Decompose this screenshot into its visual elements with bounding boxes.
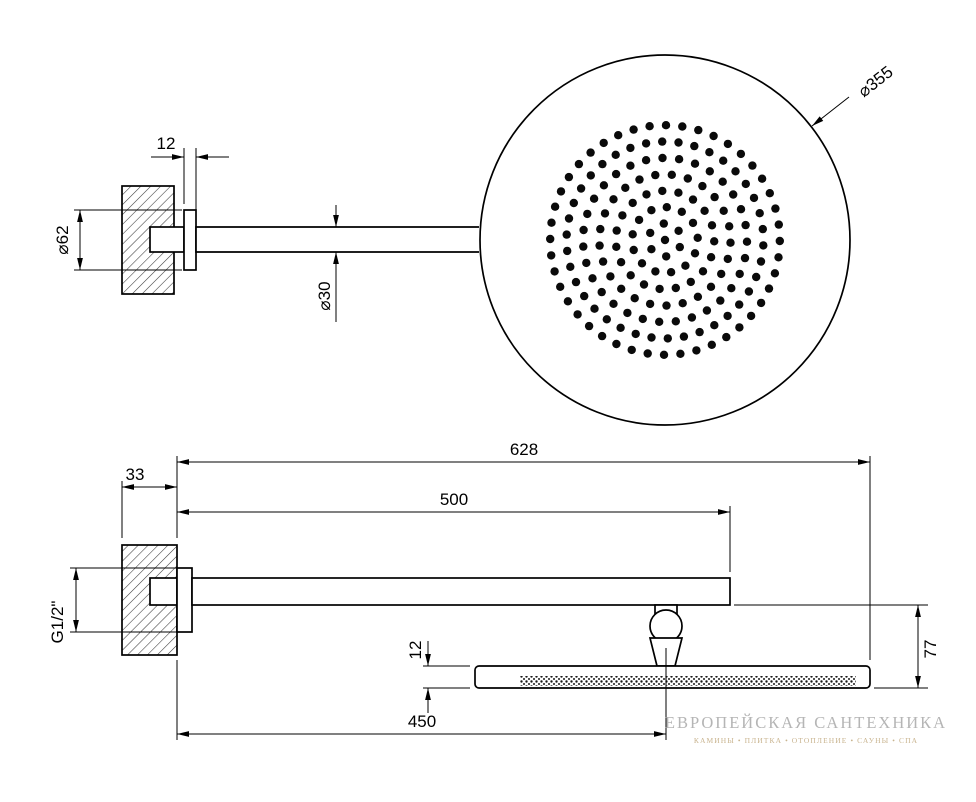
flange-side	[176, 567, 193, 633]
dim-label-g12: G1/2"	[48, 601, 67, 644]
dim-label-d62: ⌀62	[53, 225, 72, 254]
dim-total-reach: 628	[176, 440, 871, 660]
dim-label-33: 33	[126, 465, 145, 484]
dim-label-d355: ⌀355	[855, 62, 897, 101]
watermark-tagline: КАМИНЫ • ПЛИТКА • ОТОПЛЕНИЕ • САУНЫ • СП…	[694, 736, 918, 745]
spray-nozzle-dots	[546, 121, 784, 359]
watermark-title: ЕВРОПЕЙСКАЯ САНТЕХНИКА	[665, 713, 947, 732]
dim-flange-thickness: 12	[151, 134, 229, 221]
dim-head-diameter: ⌀355	[811, 62, 897, 127]
shower-arm-top	[195, 226, 479, 253]
watermark: ЕВРОПЕЙСКАЯ САНТЕХНИКА КАМИНЫ • ПЛИТКА •…	[665, 713, 947, 745]
dim-inlet-thread: G1/2"	[48, 567, 180, 644]
dim-arm-length: 500	[177, 490, 731, 572]
dim-head-thickness: 12	[406, 641, 470, 713]
dim-joint-distance: 450	[176, 648, 667, 740]
nozzle-band	[520, 676, 856, 686]
dim-label-450: 450	[408, 712, 436, 731]
inlet-nub-side	[149, 577, 178, 606]
dim-label-12-side: 12	[406, 641, 425, 660]
top-view: 12 ⌀62 ⌀30 ⌀355	[53, 54, 897, 426]
dim-label-d30: ⌀30	[315, 281, 334, 310]
wall-plate-top	[121, 185, 175, 295]
dim-plate-depth: 33	[121, 465, 177, 538]
dim-label-12-top: 12	[157, 134, 176, 153]
dim-label-77: 77	[921, 640, 940, 659]
dim-label-500: 500	[440, 490, 468, 509]
flange-top	[183, 209, 197, 271]
dim-label-628: 628	[510, 440, 538, 459]
dim-drop-height: 77	[734, 604, 940, 689]
dim-flange-diameter: ⌀62	[53, 209, 182, 271]
side-view: 628 500 33 G1/2" 12	[48, 440, 940, 740]
dim-arm-diameter: ⌀30	[315, 205, 339, 322]
inlet-nub-top	[149, 226, 185, 253]
shower-arm-side	[191, 577, 731, 606]
